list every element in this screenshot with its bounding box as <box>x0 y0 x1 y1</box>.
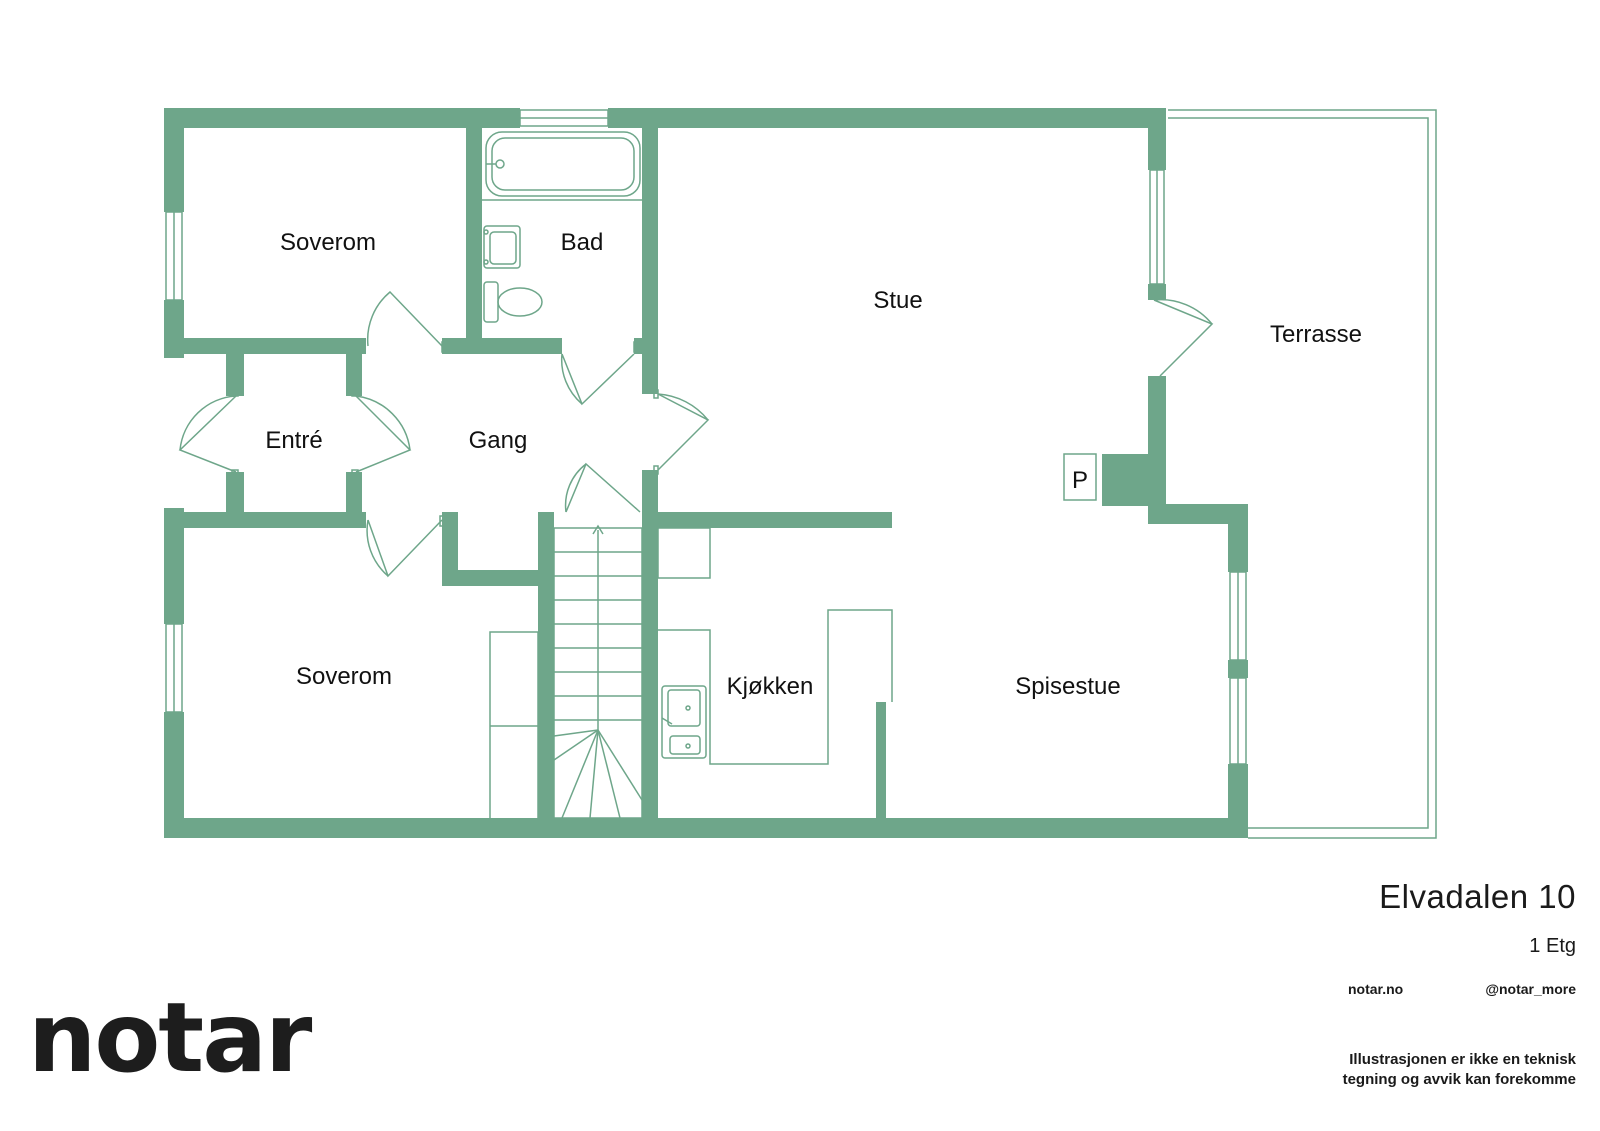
windows <box>165 109 1247 765</box>
room-label-spisestue: Spisestue <box>1015 673 1120 700</box>
room-label-entre: Entré <box>265 427 322 454</box>
walls <box>164 108 1248 838</box>
website-text: notar.no <box>1348 981 1404 997</box>
floor-label: 1 Etg <box>1529 935 1576 957</box>
room-label-gang: Gang <box>469 427 528 454</box>
disclaimer: Illustrasjonen er ikke en teknisk tegnin… <box>1343 1050 1576 1090</box>
doors <box>178 290 1214 578</box>
disclaimer-line-1: Illustrasjonen er ikke en teknisk <box>1349 1051 1576 1068</box>
room-label-bad: Bad <box>561 229 604 256</box>
chimney-marker-box <box>1063 453 1097 501</box>
room-label-soverom-top: Soverom <box>280 229 376 256</box>
kitchen-fixtures <box>657 527 893 765</box>
room-label-soverom-bottom: Soverom <box>296 663 392 690</box>
notar-logo: notar <box>28 982 312 1094</box>
room-label-kjokken: Kjøkken <box>727 673 814 700</box>
social-handle: @notar_more <box>1485 981 1576 997</box>
room-label-terrasse: Terrasse <box>1270 321 1362 348</box>
bathroom-fixtures <box>482 131 642 323</box>
disclaimer-line-2: tegning og avvik kan forekomme <box>1342 1071 1576 1088</box>
room-label-stue: Stue <box>873 287 922 314</box>
terrace-outline <box>1168 109 1437 839</box>
wardrobe <box>489 631 539 821</box>
staircase <box>553 524 643 819</box>
chimney-marker-label: P <box>1072 467 1088 494</box>
property-address: Elvadalen 10 <box>1379 878 1576 915</box>
